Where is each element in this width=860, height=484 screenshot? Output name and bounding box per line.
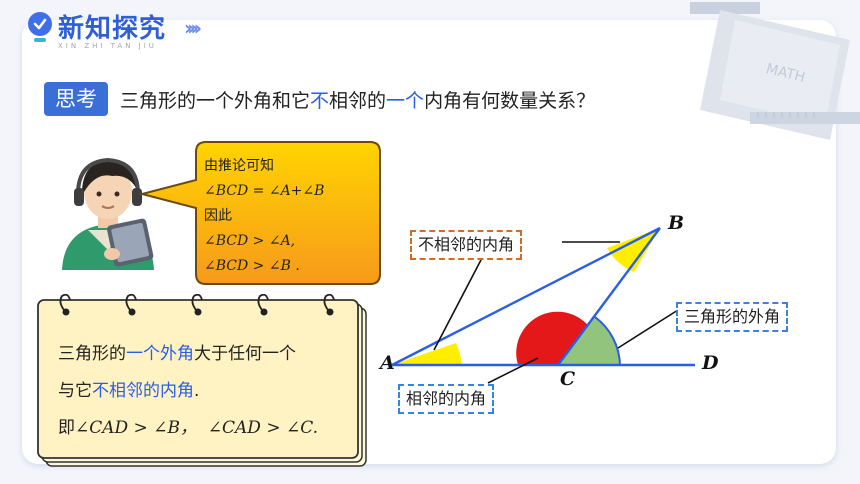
point-d-label: D [702, 352, 719, 374]
speech-bubble [138, 141, 381, 285]
note-highlight: 不相邻的内角 [92, 381, 194, 401]
question-highlight: 不 [310, 90, 330, 112]
pointer-line [487, 357, 539, 384]
math-book-decoration: MATH [690, 2, 860, 140]
think-tag: 思考 [44, 82, 108, 116]
note-text-part: 三角形的 [58, 344, 126, 364]
point-c-label: C [560, 368, 576, 390]
exterior-angle-fill [558, 317, 620, 365]
note-text-part: 大于任何一个 [194, 344, 296, 364]
note-line: 与它不相邻的内角. [58, 373, 318, 410]
bubble-line: ∠BCD > ∠B . [204, 258, 300, 274]
triangle-figure [391, 226, 695, 384]
question-highlight: 一个 [386, 90, 425, 112]
question-part: 三角形的一个外角和它 [120, 90, 311, 112]
point-a-label: A [380, 352, 395, 374]
angle-a-fill [392, 343, 462, 365]
note-text-part: 即 [58, 418, 75, 438]
bubble-line: 因此 [204, 208, 232, 224]
label-adjacent-angle: 相邻的内角 [398, 384, 495, 414]
bubble-text: 由推论可知 ∠BCD = ∠A+∠B 因此 ∠BCD > ∠A, ∠BCD > … [204, 154, 324, 279]
notebook-text: 三角形的一个外角大于任何一个 与它不相邻的内角. 即∠CAD > ∠B， ∠CA… [58, 336, 318, 447]
pointer-line [433, 257, 483, 351]
note-line: 即∠CAD > ∠B， ∠CAD > ∠C. [58, 410, 318, 447]
bubble-line: 由推论可知 [204, 158, 274, 174]
section-pinyin: XIN ZHI TAN JIU [58, 42, 157, 50]
label-exterior-angle: 三角形的外角 [676, 302, 789, 332]
exterior-arc [594, 316, 621, 366]
bulb-base-icon [34, 38, 46, 42]
student-avatar-image [62, 157, 154, 270]
note-math: ∠CAD > ∠B， [75, 418, 197, 438]
note-text-part: . [194, 381, 200, 401]
chevron-arrows-icon: ›››› [184, 16, 202, 40]
note-text-part: 与它 [58, 381, 92, 401]
question-text: 三角形的一个外角和它不相邻的一个内角有何数量关系？ [120, 86, 595, 113]
note-line: 三角形的一个外角大于任何一个 [58, 336, 318, 373]
question-part: 内角有何数量关系？ [424, 90, 596, 112]
question-part: 相邻的 [329, 90, 387, 112]
notebook-card [37, 294, 367, 467]
angle-b-fill [607, 228, 660, 272]
bubble-line: ∠BCD > ∠A, [204, 233, 296, 249]
note-math: ∠CAD > ∠C. [207, 418, 319, 438]
line-ab [391, 226, 661, 367]
pointer-line [617, 309, 679, 349]
line-bc [557, 227, 661, 366]
bubble-line: ∠BCD = ∠A+∠B [204, 183, 325, 199]
section-title: 新知探究 [58, 14, 167, 44]
point-b-label: B [668, 212, 685, 234]
note-highlight: 一个外角 [126, 344, 194, 364]
label-nonadjacent-angle: 不相邻的内角 [410, 230, 523, 260]
check-bulb-icon [28, 12, 52, 36]
